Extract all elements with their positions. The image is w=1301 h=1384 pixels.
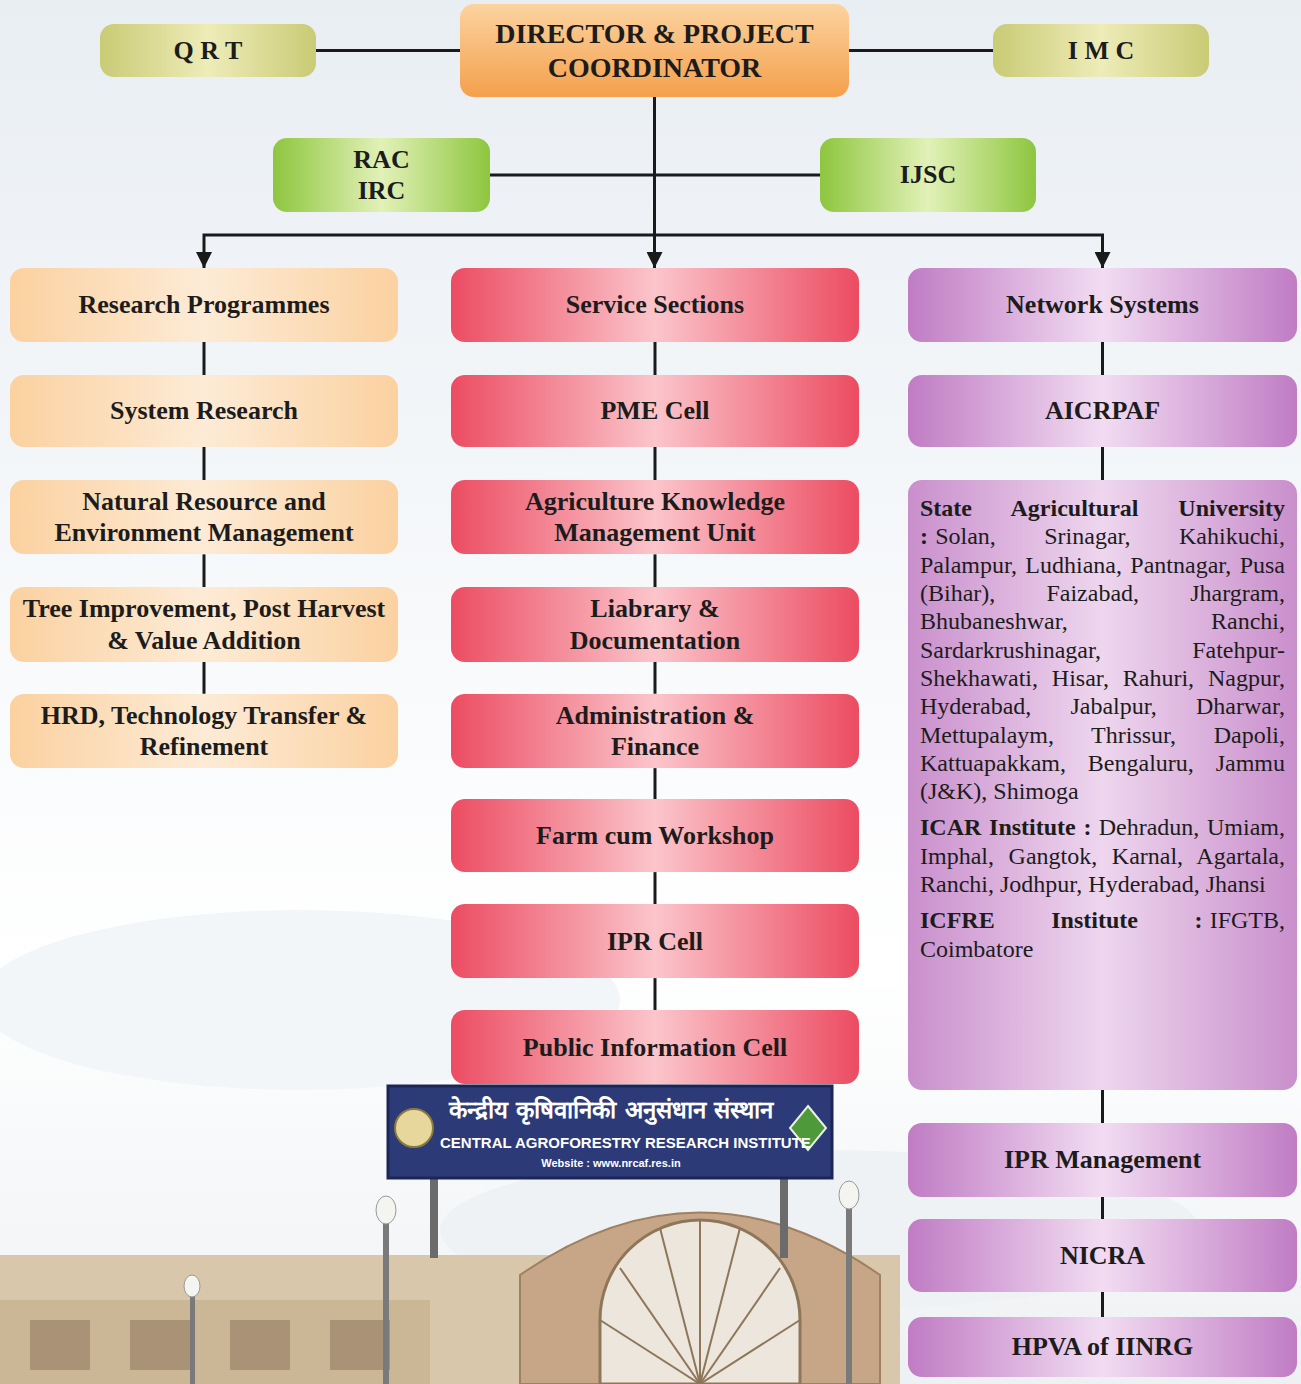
research-box: Tree Improvement, Post Harvest & Value A… [10, 587, 398, 661]
arched-window [600, 1220, 800, 1384]
box-label: NICRA [1060, 1240, 1145, 1271]
service-box: PME Cell [451, 375, 859, 447]
box-label: Public Information Cell [523, 1032, 787, 1063]
connector [654, 978, 657, 1010]
arched-dome [520, 1213, 880, 1384]
sign-board [388, 1086, 832, 1178]
connector [654, 447, 657, 480]
sign-website: Website : www.nrcaf.res.in [440, 1157, 782, 1169]
sign-post [780, 1178, 788, 1258]
partner-list-box: State Agricultural University :Solan, Sr… [908, 480, 1297, 1090]
connector [654, 554, 657, 587]
text-group: ICAR Institute :Dehradun, Umiam, Imphal,… [920, 813, 1285, 898]
network-box: HPVA of IINRG [908, 1317, 1297, 1377]
connector [654, 768, 657, 799]
window-fan [600, 1220, 800, 1384]
committee-box: Q R T [100, 24, 316, 77]
box-label: AICRPAF [1045, 395, 1160, 426]
group-heading: ICAR Institute : [920, 814, 1091, 840]
service-box: Service Sections [451, 268, 859, 342]
building-wing [0, 1300, 430, 1384]
director-box: DIRECTOR & PROJECT COORDINATOR [460, 4, 849, 97]
connector [1101, 1292, 1104, 1317]
service-box: Liabrary & Documentation [451, 587, 859, 661]
sign-post [430, 1178, 438, 1258]
window [30, 1320, 90, 1370]
box-label: Liabrary & Documentation [538, 593, 772, 655]
network-box: AICRPAF [908, 375, 1297, 447]
box-label: RAC IRC [340, 144, 423, 206]
box-label: I M C [1068, 35, 1134, 66]
connector [849, 49, 993, 52]
box-label: Service Sections [566, 289, 744, 320]
box-label: PME Cell [600, 395, 709, 426]
committee-box: I M C [993, 24, 1209, 77]
group-body: Solan, Srinagar, Kahikuchi, Palampur, Lu… [920, 523, 1285, 804]
research-box: Natural Resource and Environment Managem… [10, 480, 398, 554]
box-label: Administration & Finance [538, 700, 772, 762]
group-heading: ICFRE Institute : [920, 907, 1202, 933]
box-label: HPVA of IINRG [1012, 1331, 1194, 1362]
connector [654, 342, 657, 375]
research-box: Research Programmes [10, 268, 398, 342]
service-box: Farm cum Workshop [451, 799, 859, 872]
text-group: ICFRE Institute :IFGTB, Coimbatore [920, 906, 1285, 963]
connector [1101, 1090, 1104, 1123]
network-box: IPR Management [908, 1123, 1297, 1197]
connector [203, 447, 206, 480]
connector [1101, 1197, 1104, 1219]
connector [203, 554, 206, 587]
service-box: Agriculture Knowledge Management Unit [451, 480, 859, 554]
box-label: IPR Cell [607, 926, 703, 957]
connector [654, 662, 657, 694]
box-label: Research Programmes [78, 289, 329, 320]
box-label: IJSC [900, 159, 956, 190]
text-group: State Agricultural University :Solan, Sr… [920, 494, 1285, 805]
sign-title-hindi: केन्द्रीय कृषिवानिकी अनुसंधान संस्थान [440, 1092, 782, 1125]
window [230, 1320, 290, 1370]
research-box: System Research [10, 375, 398, 447]
box-label: Farm cum Workshop [536, 820, 774, 851]
committee-box: RAC IRC [273, 138, 490, 212]
box-label: Tree Improvement, Post Harvest & Value A… [20, 593, 388, 655]
box-label: Network Systems [1006, 289, 1199, 320]
box-label: HRD, Technology Transfer & Refinement [20, 700, 388, 762]
committee-box: IJSC [820, 138, 1036, 212]
window [130, 1320, 190, 1370]
service-box: Administration & Finance [451, 694, 859, 768]
connector [203, 662, 206, 694]
service-box: Public Information Cell [451, 1010, 859, 1084]
connector [204, 97, 655, 268]
box-label: Q R T [174, 35, 243, 66]
street-lamp [184, 1181, 859, 1384]
research-box: HRD, Technology Transfer & Refinement [10, 694, 398, 768]
connector [1101, 447, 1104, 480]
window [330, 1320, 390, 1370]
box-label: DIRECTOR & PROJECT COORDINATOR [470, 17, 839, 84]
emblem [395, 1109, 433, 1147]
sign-title-english: CENTRAL AGROFORESTRY RESEARCH INSTITUTE [440, 1134, 782, 1151]
box-label: Natural Resource and Environment Managem… [20, 486, 388, 548]
service-box: IPR Cell [451, 904, 859, 978]
box-label: IPR Management [1004, 1144, 1201, 1175]
logo [790, 1106, 826, 1150]
box-label: System Research [110, 395, 298, 426]
connector [655, 97, 1103, 268]
connector [1101, 342, 1104, 375]
connector [203, 342, 206, 375]
network-box: NICRA [908, 1219, 1297, 1292]
connector [316, 49, 460, 52]
connector [654, 872, 657, 904]
box-label: Agriculture Knowledge Management Unit [461, 486, 849, 548]
network-box: Network Systems [908, 268, 1297, 342]
